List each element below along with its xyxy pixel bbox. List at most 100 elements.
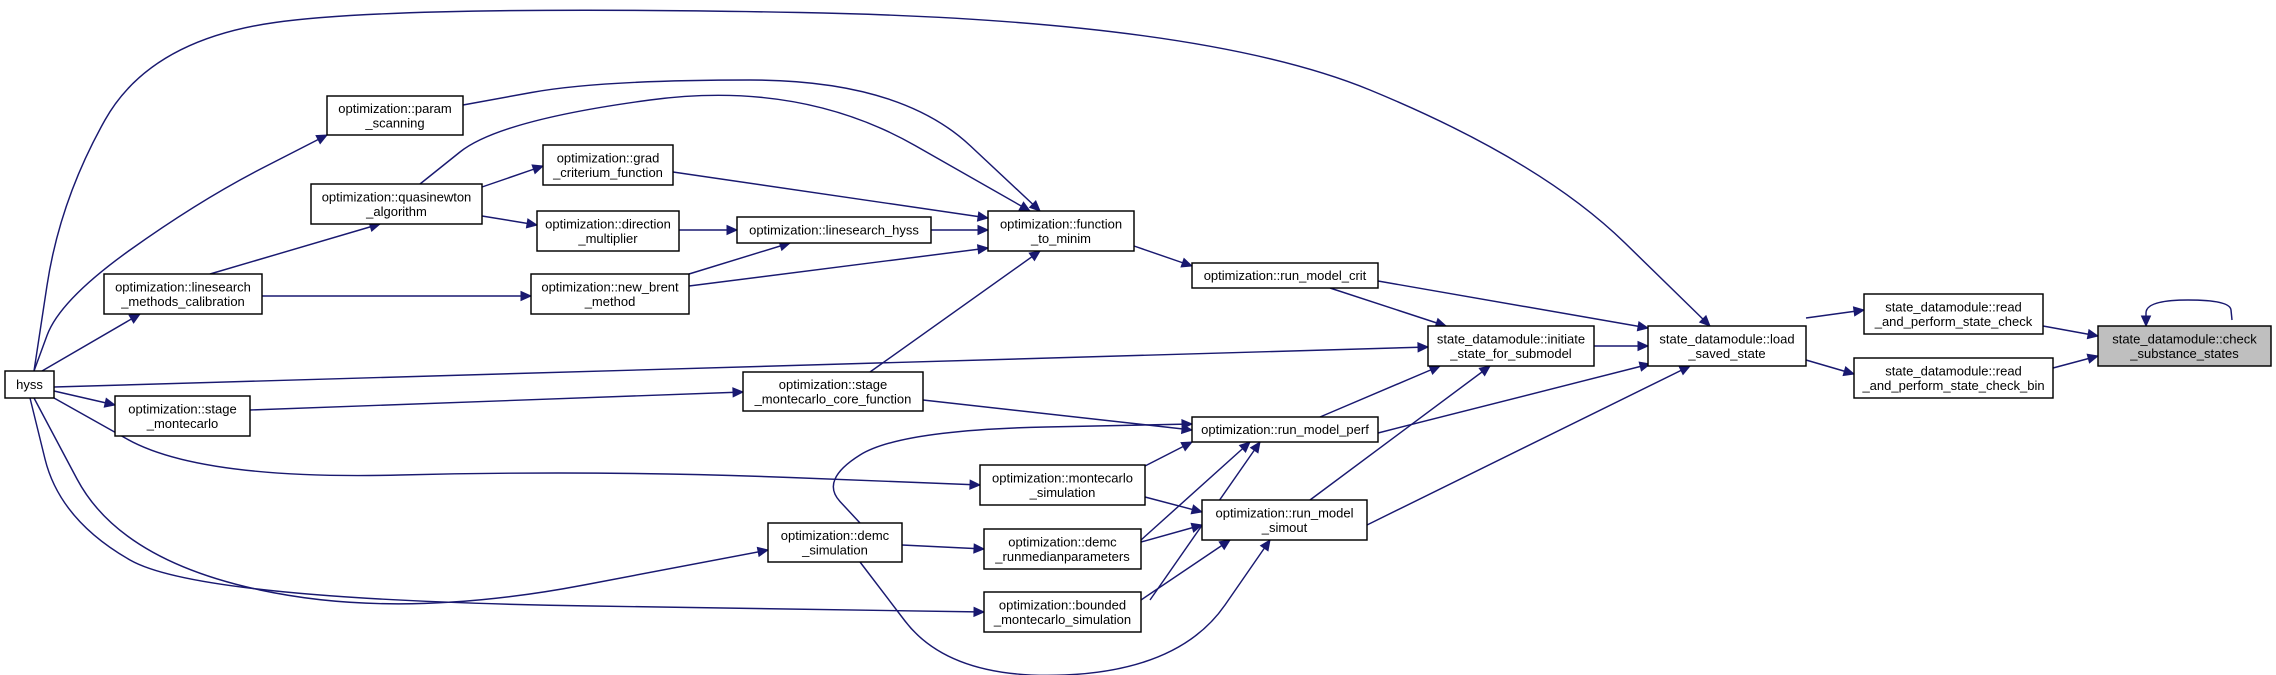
node-label: _runmedianparameters (994, 549, 1130, 564)
node-box (536, 210, 680, 252)
node-label: _method (584, 294, 636, 309)
edge-demc_runmedian-to-demc_simulation (901, 544, 985, 550)
node-label: _scanning (364, 115, 424, 130)
node-label: _criterium_function (552, 165, 663, 180)
node-label: state_datamodule::check (2112, 331, 2257, 346)
node-new-brent[interactable]: optimization::new_brent_method (530, 273, 690, 315)
arrowhead-check_substance_states-to-read_perform_check (2086, 328, 2100, 340)
edge-run_model_simout-to-bounded_mc (1140, 539, 1231, 601)
arrowhead-run_model_simout-to-demc_runmedian (1190, 522, 1204, 533)
node-label: _montecarlo_core_function (754, 391, 912, 406)
edge-grad_crit-to-quasinewton (481, 165, 544, 188)
edge-function_to_minim-to-quasinewton (419, 94, 1031, 212)
node-hyss[interactable]: hyss (4, 370, 55, 399)
arrowhead-function_to_minim-to-quasinewton (1018, 201, 1032, 212)
node-run-model-simout[interactable]: optimization::run_model_simout (1201, 499, 1368, 541)
edge-initiate_state-to-run_model_perf (1319, 365, 1441, 418)
node-label: _and_perform_state_check_bin (1861, 378, 2044, 393)
edges-layer (29, 9, 2233, 675)
node-label: state_datamodule::read (1885, 299, 2022, 314)
node-initiate-state[interactable]: state_datamodule::initiate_state_for_sub… (1427, 325, 1595, 367)
node-linesearch-hyss[interactable]: optimization::linesearch_hyss (736, 216, 932, 244)
node-label: optimization::param (338, 101, 451, 116)
arrowhead-new_brent-to-linesearch_calib (520, 290, 533, 302)
node-demc-runmedian[interactable]: optimization::demc_runmedianparameters (983, 528, 1142, 570)
node-label: optimization::run_model_perf (1201, 422, 1369, 437)
arrowhead-param_scanning-to-hyss (315, 134, 329, 145)
node-label: state_datamodule::read (1885, 363, 2022, 378)
arrowhead-function_to_minim-to-grad_crit (976, 211, 990, 222)
node-box (114, 395, 251, 437)
edge-load_saved_state-to-run_model_crit (1377, 280, 1649, 329)
edge-function_to_minim-to-stage_mc_core (869, 250, 1041, 373)
node-box (4, 370, 55, 399)
node-label: _simout (1261, 520, 1308, 535)
node-label: _montecarlo_simulation (993, 612, 1131, 627)
arrowhead-run_model_perf-to-bounded_mc (1249, 441, 1261, 454)
node-box (987, 210, 1135, 252)
arrowhead-function_to_minim-to-linesearch_hyss (977, 224, 990, 236)
node-stage-mc-core[interactable]: optimization::stage_montecarlo_core_func… (742, 371, 924, 412)
edge-bounded_mc-to-hyss (29, 397, 985, 613)
node-read-perform-check-bin[interactable]: state_datamodule::read_and_perform_state… (1853, 357, 2054, 399)
node-function-to-minim[interactable]: optimization::function_to_minim (987, 210, 1135, 252)
node-box (983, 528, 1142, 570)
arrowhead-run_model_simout-to-montecarlo_sim (1190, 504, 1204, 515)
node-box (983, 591, 1142, 633)
arrowhead-load_saved_state-to-initiate_state (1637, 340, 1650, 352)
arrowhead-demc_runmedian-to-demc_simulation (973, 543, 986, 554)
node-quasinewton[interactable]: optimization::quasinewton_algorithm (310, 183, 483, 225)
edge-check_substance_states-to-check_substance_states (2145, 299, 2233, 327)
arrowhead-check_substance_states-to-read_perform_check_bin (2086, 353, 2100, 364)
arrowhead-function_to_minim-to-param_scanning (1028, 199, 1041, 212)
node-label: _montecarlo (146, 416, 219, 431)
node-stage-montecarlo[interactable]: optimization::stage_montecarlo (114, 395, 251, 437)
node-label: optimization::direction (545, 216, 671, 231)
node-load-saved-state[interactable]: state_datamodule::load_saved_state (1647, 325, 1807, 367)
arrowhead-initiate_state-to-run_model_simout (1478, 365, 1491, 377)
node-label: optimization::new_brent (541, 279, 679, 294)
node-label: _substance_states (2129, 346, 2239, 361)
node-label: _saved_state (1687, 346, 1765, 361)
edge-load_saved_state-to-run_model_perf (1377, 363, 1651, 434)
nodes-layer: hyssoptimization::param_scanningoptimiza… (4, 95, 2272, 633)
node-box (1191, 416, 1379, 443)
edge-load_saved_state-to-run_model_simout (1366, 365, 1691, 526)
node-check-substance-states[interactable]: state_datamodule::check_substance_states (2097, 325, 2272, 367)
node-box (542, 144, 674, 186)
arrowhead-read_perform_check_bin-to-load_saved_state (1842, 365, 1856, 377)
node-run-model-crit[interactable]: optimization::run_model_crit (1191, 262, 1379, 289)
arrowhead-run_model_perf-to-demc_runmedian (1238, 441, 1251, 453)
node-linesearch-calib[interactable]: optimization::linesearch_methods_calibra… (103, 273, 263, 315)
arrowhead-bounded_mc-to-hyss (973, 606, 986, 618)
node-read-perform-check[interactable]: state_datamodule::read_and_perform_state… (1863, 293, 2044, 335)
arrowhead-initiate_state-to-hyss (1417, 342, 1430, 353)
arrowhead-run_model_perf-to-montecarlo_sim (1180, 441, 1194, 452)
node-demc-simulation[interactable]: optimization::demc_simulation (767, 522, 903, 563)
arrowhead-read_perform_check-to-load_saved_state (1852, 306, 1866, 317)
node-box (979, 464, 1146, 506)
edge-run_model_perf-to-demc_runmedian (1140, 441, 1251, 541)
node-label: optimization::linesearch_hyss (749, 223, 919, 238)
node-direction-mult[interactable]: optimization::direction_multiplier (536, 210, 680, 252)
node-box (2097, 325, 2272, 367)
node-param-scanning[interactable]: optimization::param_scanning (326, 95, 464, 136)
node-grad-crit[interactable]: optimization::grad_criterium_function (542, 144, 674, 186)
node-label: optimization::run_model_crit (1204, 268, 1367, 283)
edge-run_model_simout-to-demc_runmedian (1140, 524, 1203, 543)
node-label: _to_minim (1030, 231, 1091, 246)
node-label: optimization::function (1000, 216, 1122, 231)
node-box (1427, 325, 1595, 367)
edge-function_to_minim-to-param_scanning (462, 79, 1041, 212)
node-bounded-mc[interactable]: optimization::bounded_montecarlo_simulat… (983, 591, 1142, 633)
edge-initiate_state-to-run_model_crit (1329, 287, 1447, 327)
node-label: optimization::stage (128, 401, 236, 416)
node-box (767, 522, 903, 563)
node-label: optimization::run_model (1215, 505, 1353, 520)
node-montecarlo-sim[interactable]: optimization::montecarlo_simulation (979, 464, 1146, 506)
arrowhead-linesearch_hyss-to-direction_mult (726, 224, 739, 236)
node-label: _algorithm (365, 204, 427, 219)
node-label: _multiplier (577, 231, 638, 246)
node-run-model-perf[interactable]: optimization::run_model_perf (1191, 416, 1379, 443)
edge-initiate_state-to-hyss (53, 346, 1429, 388)
